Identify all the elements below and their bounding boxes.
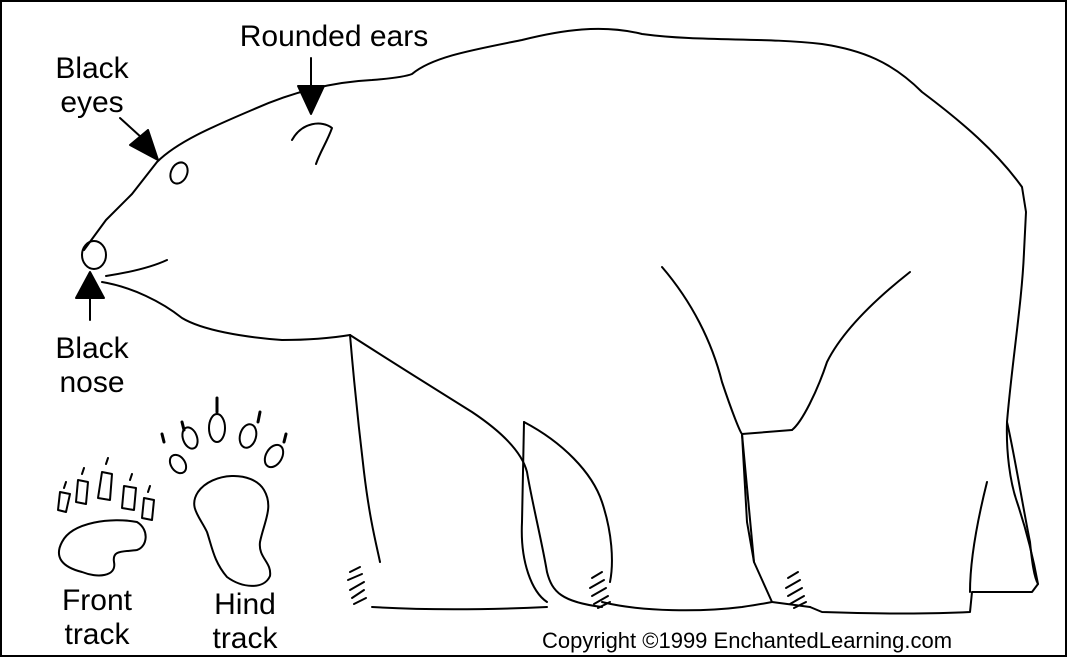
eye-shape <box>167 160 191 187</box>
rear-front-foot-claws <box>590 572 610 608</box>
copyright-notice: Copyright ©1999 EnchantedLearning.com <box>542 628 952 654</box>
label-black-nose-line1: Black <box>42 332 142 366</box>
bear-thigh-line <box>792 272 910 430</box>
arrow-rounded-ears <box>298 58 324 114</box>
bear-front-paw <box>372 607 547 609</box>
hind-track-print <box>162 398 287 586</box>
arrow-black-eyes <box>120 118 158 160</box>
arrow-black-nose <box>76 272 104 320</box>
bear-front-leg-front <box>350 335 380 562</box>
bear-front-leg-rear <box>524 422 612 582</box>
bear-mouth-line <box>106 260 167 276</box>
nose-shape <box>82 241 106 269</box>
label-front-track-line1: Front <box>42 584 152 618</box>
hind-foot-claws <box>786 572 806 608</box>
label-hind-track-line2: track <box>190 622 300 656</box>
ear-shape <box>292 124 332 164</box>
bear-hind-leg-back <box>970 482 987 592</box>
label-front-track: Front track <box>42 584 152 652</box>
label-hind-track: Hind track <box>190 588 300 656</box>
label-black-eyes-line1: Black <box>42 52 142 86</box>
bear-belly-to-hind <box>662 267 742 434</box>
bear-chest-line <box>350 335 602 607</box>
front-track-print <box>58 458 154 575</box>
bear-front-paw-rear <box>602 602 772 610</box>
label-black-eyes: Black eyes <box>42 52 142 120</box>
label-black-nose-line2: nose <box>42 366 142 400</box>
label-front-track-line2: track <box>42 618 152 652</box>
bear-body-outline <box>84 29 1038 614</box>
label-black-nose: Black nose <box>42 332 142 400</box>
label-black-eyes-line2: eyes <box>42 86 142 120</box>
label-hind-track-line1: Hind <box>190 588 300 622</box>
front-foot-claws <box>348 567 366 604</box>
label-rounded-ears: Rounded ears <box>224 20 444 54</box>
